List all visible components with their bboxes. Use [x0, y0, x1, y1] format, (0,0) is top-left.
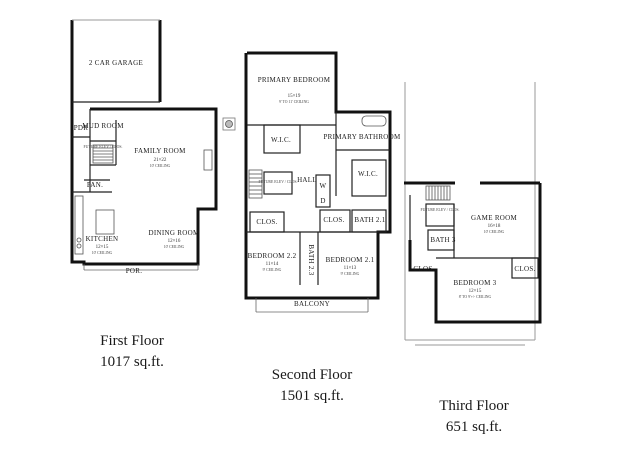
note-bedroom22: 9' CEILING: [263, 268, 282, 272]
fireplace: [203, 149, 213, 171]
label-family-room: FAMILY ROOM: [134, 147, 186, 155]
label-clos-left-third: CLOS.: [413, 265, 434, 273]
label-dining-room: DINING ROOM: [149, 229, 200, 237]
label-game-room: GAME ROOM: [471, 214, 518, 222]
note-primary-bedroom: 9' TO 11' CEILING: [279, 100, 309, 104]
label-future-elev-first: FUTURE ELEV / CLOS.: [84, 145, 123, 149]
note-game-room: 10' CEILING: [484, 230, 505, 234]
first-floor-stair: [92, 144, 114, 164]
label-primary-bathroom: PRIMARY BATHROOM: [323, 133, 401, 141]
closet-mid: [319, 209, 351, 233]
label-dryer: D: [320, 197, 325, 205]
first-floor-title: First Floor: [100, 333, 164, 349]
label-pdr: PDR: [74, 124, 89, 132]
label-bedroom3: BEDROOM 3: [454, 279, 497, 287]
label-bath21: BATH 2.1: [354, 216, 385, 224]
note-bedroom21: 9' CEILING: [341, 272, 360, 276]
first-floor-plan: 2 CAR GARAGE MUD ROOM PDR FUTURE ELEV / …: [70, 19, 236, 275]
label-primary-bedroom: PRIMARY BEDROOM: [258, 76, 331, 84]
dims-kitchen: 12×15: [96, 245, 109, 250]
label-hall: HALL: [297, 176, 317, 184]
label-clos-right-third: CLOS.: [514, 265, 535, 273]
dims-dining-room: 12×16: [168, 239, 181, 244]
label-bath23: BATH 2.3: [307, 244, 315, 275]
second-floor-title: Second Floor: [271, 367, 353, 383]
first-floor-caption: First Floor 1017 sq.ft.: [72, 331, 192, 373]
laundry-closet: [315, 174, 331, 208]
third-floor-plan: FUTURE ELEV / CLOS. GAME ROOM 16×18 10' …: [404, 82, 542, 346]
label-mud-room: MUD ROOM: [82, 122, 124, 130]
label-kitchen: KITCHEN: [86, 235, 119, 243]
label-clos-mid: CLOS.: [323, 216, 344, 224]
third-floor-stair: [425, 185, 451, 201]
label-bedroom22: BEDROOM 2.2: [248, 252, 297, 260]
label-clos-left: CLOS.: [256, 218, 277, 226]
closet-left: [249, 211, 285, 233]
note-kitchen: 10' CEILING: [92, 251, 113, 255]
wic-left-walls: [263, 124, 301, 154]
second-floor-stair: [248, 169, 263, 199]
second-floor-outer-wall: [244, 51, 392, 300]
label-wic-left: W.I.C.: [271, 136, 291, 144]
note-bedroom3: 8' TO 9'+/- CEILING: [459, 295, 492, 299]
label-pantry: PAN.: [87, 181, 103, 189]
note-dining-room: 10' CEILING: [164, 245, 185, 249]
label-bath3: BATH 3: [430, 236, 456, 244]
dims-primary-bedroom: 15×19: [288, 94, 301, 99]
dims-bedroom21: 11×13: [344, 266, 357, 271]
third-floor-title: Third Floor: [439, 398, 509, 414]
label-future-elev-second: FUTURE ELEV / CLOS.: [259, 180, 298, 184]
first-floor-porch: [83, 264, 199, 271]
bathtub: [361, 115, 387, 127]
dims-game-room: 16×18: [488, 224, 501, 229]
third-floor-caption: Third Floor 651 sq.ft.: [412, 396, 536, 438]
label-balcony: BALCONY: [294, 300, 330, 308]
kitchen-counters: [74, 195, 115, 255]
label-future-elev-third: FUTURE ELEV / CLOS.: [421, 208, 460, 212]
note-family-room: 10' CEILING: [150, 164, 171, 168]
dims-family-room: 21×22: [154, 158, 167, 163]
second-floor-area: 1501 sq.ft.: [280, 388, 344, 404]
third-floor-outer-wall: [408, 183, 542, 324]
label-washer: W: [320, 182, 327, 190]
second-floor-plan: PRIMARY BEDROOM 15×19 9' TO 11' CEILING …: [244, 51, 401, 313]
closet-right: [511, 257, 539, 279]
dims-bedroom22: 11×14: [266, 262, 279, 267]
exterior-grill-icon: [222, 117, 236, 131]
label-bedroom21: BEDROOM 2.1: [326, 256, 375, 264]
second-floor-caption: Second Floor 1501 sq.ft.: [247, 365, 377, 407]
wic-right-walls: [351, 159, 387, 197]
bath21-walls: [351, 209, 387, 233]
balcony-rail: [255, 298, 369, 313]
label-garage: 2 CAR GARAGE: [89, 59, 143, 67]
label-wic-right: W.I.C.: [358, 170, 378, 178]
label-porch: POR.: [126, 267, 143, 275]
first-floor-area: 1017 sq.ft.: [100, 354, 164, 370]
third-floor-area: 651 sq.ft.: [445, 419, 503, 435]
future-elev-second: [263, 171, 293, 195]
dims-bedroom3: 12×15: [469, 289, 482, 294]
